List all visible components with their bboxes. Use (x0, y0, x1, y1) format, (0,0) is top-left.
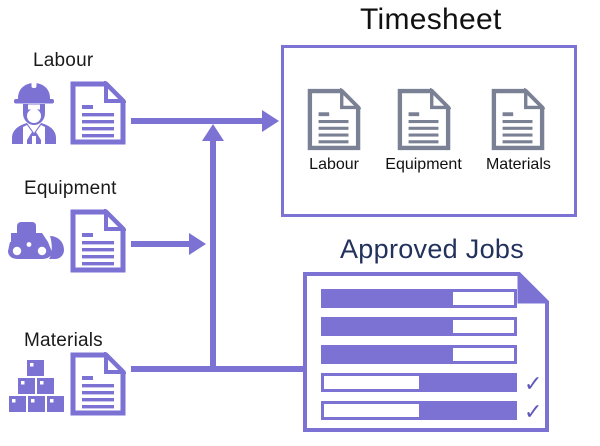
approved-jobs-rows: ✓ ✓ ✓ ✓ ✓ (303, 272, 549, 432)
approved-jobs-card: ✓ ✓ ✓ ✓ ✓ (303, 270, 551, 432)
job-row-5-check: ✓ (524, 399, 543, 424)
document-icon-materials (70, 352, 126, 416)
document-icon-timesheet-equipment (397, 88, 451, 151)
connector-equipment-arrowhead (189, 233, 206, 255)
job-row-2-check: ✓ (439, 319, 452, 336)
job-row-3-empty (453, 348, 514, 361)
document-icon-labour (70, 81, 126, 145)
job-row-3-fill (324, 348, 454, 361)
job-row-3-check: ✓ (439, 347, 452, 364)
timesheet-item-label-materials: Materials (485, 156, 551, 173)
timesheet-item-label-equipment: Equipment (385, 156, 462, 173)
connector-labour-line (131, 118, 263, 124)
timesheet-title: Timesheet (360, 3, 502, 36)
timesheet-item-equipment[interactable]: Equipment (385, 88, 462, 174)
approved-jobs-title: Approved Jobs (340, 234, 525, 264)
job-row-1-fill (324, 292, 454, 305)
job-row-1-check: ✓ (439, 291, 452, 308)
stacked-boxes-icon (9, 360, 64, 412)
job-row-1[interactable] (321, 289, 517, 308)
source-label-labour: Labour (33, 50, 94, 71)
job-row-4-empty (324, 376, 419, 389)
job-row-2-fill (324, 320, 454, 333)
job-row-3[interactable] (321, 345, 517, 364)
bulldozer-icon (8, 222, 64, 259)
job-row-4[interactable] (321, 373, 517, 392)
timesheet-item-label-labour: Labour (309, 156, 359, 173)
source-label-equipment: Equipment (24, 178, 117, 199)
connector-materials-line (131, 366, 309, 372)
source-label-materials: Materials (24, 330, 103, 351)
job-row-2[interactable] (321, 317, 517, 336)
connector-vertical-trunk (210, 140, 216, 370)
construction-worker-icon (12, 81, 56, 144)
timesheet-item-materials[interactable]: Materials (486, 88, 551, 174)
job-row-4-check: ✓ (524, 371, 543, 396)
job-row-5[interactable] (321, 401, 517, 420)
connector-trunk-arrowhead (202, 124, 224, 141)
job-row-5-empty (324, 404, 419, 417)
job-row-4-fill (419, 376, 514, 389)
document-icon-timesheet-labour (307, 88, 362, 151)
job-row-5-fill (419, 404, 514, 417)
connector-labour-arrowhead (262, 110, 279, 132)
timesheet-items: Labour Equipment (281, 45, 577, 217)
job-row-1-empty (453, 292, 514, 305)
job-row-2-empty (453, 320, 514, 333)
connector-equipment-line (131, 241, 191, 247)
timesheet-item-labour[interactable]: Labour (307, 88, 362, 174)
document-icon-equipment (70, 209, 126, 273)
document-icon-timesheet-materials (492, 88, 546, 151)
